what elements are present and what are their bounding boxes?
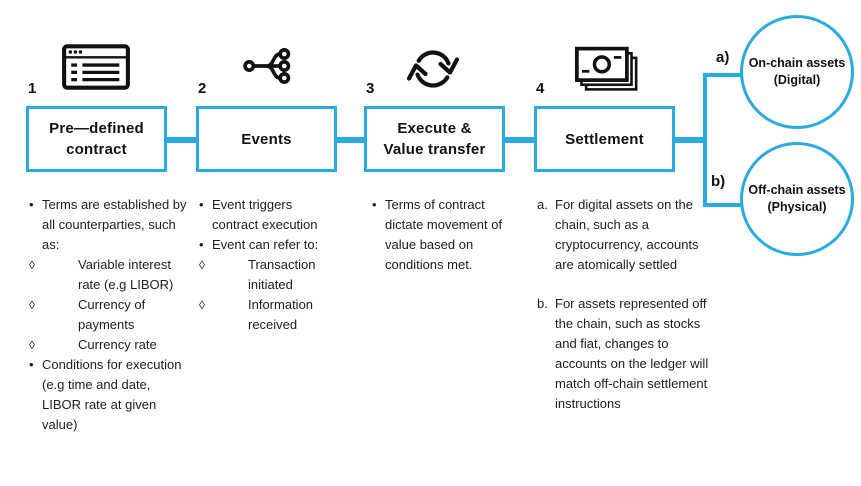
step-title: Settlement <box>565 130 644 148</box>
step-events: 2 Events • <box>196 0 376 486</box>
list-marker: ◊ <box>29 298 35 312</box>
branch-line-offchain <box>703 203 742 207</box>
detail-item: ◊ Variable interest rate (e.g LIBOR) <box>29 255 192 295</box>
detail-text: Currency of payments <box>78 297 146 332</box>
detail-text: Transaction initiated <box>248 257 316 292</box>
events-branch-icon <box>243 41 291 91</box>
detail-item: ◊ Currency of payments <box>29 295 192 335</box>
detail-item: • Conditions for execution (e.g time and… <box>29 355 192 435</box>
detail-text: Terms are established by all counterpart… <box>42 197 187 252</box>
step-predefined-contract: 1 Pre—defined contract • <box>26 0 206 486</box>
step-box-execute-value-transfer: Execute & Value transfer <box>364 106 505 172</box>
step-settlement: 4 Settlement a. For digital assets on th… <box>534 0 714 486</box>
step-box-settlement: Settlement <box>534 106 675 172</box>
outcome-subtitle: (Digital) <box>773 73 821 87</box>
step-box-events: Events <box>196 106 337 172</box>
outcome-offchain-circle: Off-chain assets (Physical) <box>740 142 854 256</box>
detail-item: ◊ Currency rate <box>29 335 192 355</box>
banknotes-icon <box>575 45 638 93</box>
detail-item: b. For assets represented off the chain,… <box>537 294 714 414</box>
detail-item: • Terms are established by all counterpa… <box>29 195 192 255</box>
detail-text: Variable interest rate (e.g LIBOR) <box>78 257 174 292</box>
connector-step2-step3 <box>335 137 366 143</box>
step-details: a. For digital assets on the chain, such… <box>537 195 714 414</box>
branch-line-onchain <box>703 73 742 77</box>
connector-step3-step4 <box>503 137 536 143</box>
outcome-subtitle: (Physical) <box>767 200 827 214</box>
detail-text: Information received <box>248 297 314 332</box>
list-marker: • <box>199 237 204 252</box>
list-marker: b. <box>537 296 548 311</box>
step-execute-value-transfer: 3 Execute & Value transfer • Terms of co… <box>364 0 544 486</box>
detail-item: ◊ Information received <box>199 295 341 335</box>
outcome-title: Off-chain assets <box>748 183 846 197</box>
list-marker: ◊ <box>29 338 35 352</box>
detail-text: Currency rate <box>78 337 157 352</box>
step-details: • Terms are established by all counterpa… <box>29 195 192 435</box>
branch-vertical-line <box>703 73 707 207</box>
step-number-2: 2 <box>198 80 207 97</box>
detail-text: For assets represented off the chain, su… <box>555 296 709 411</box>
detail-item: a. For digital assets on the chain, such… <box>537 195 714 275</box>
outcome-title: On-chain assets <box>748 56 846 70</box>
step-number-3: 3 <box>366 80 375 97</box>
step-details: • Event triggers contract execution • Ev… <box>199 195 341 335</box>
list-marker: ◊ <box>199 298 205 312</box>
detail-item: • Terms of contract dictate movement of … <box>372 195 522 275</box>
step-title: Pre—defined contract <box>49 120 144 158</box>
detail-item: • Event triggers contract execution <box>199 195 341 235</box>
step-box-predefined-contract: Pre—defined contract <box>26 106 167 172</box>
connector-step4-branch <box>673 137 707 143</box>
step-title: Events <box>241 130 292 148</box>
step-title: Execute & Value transfer <box>383 120 486 158</box>
sync-arrows-icon <box>407 44 459 92</box>
list-marker: • <box>29 357 34 372</box>
detail-text: Event triggers contract execution <box>212 197 318 232</box>
step-details: • Terms of contract dictate movement of … <box>372 195 522 275</box>
list-marker: ◊ <box>199 258 205 272</box>
outcome-onchain-circle: On-chain assets (Digital) <box>740 15 854 129</box>
detail-text: Event can refer to: <box>212 237 319 252</box>
detail-item: • Event can refer to: <box>199 235 341 255</box>
list-marker: ◊ <box>29 258 35 272</box>
detail-text: Terms of contract dictate movement of va… <box>385 197 503 272</box>
list-marker: • <box>199 197 204 212</box>
step-number-1: 1 <box>28 80 37 97</box>
list-marker: • <box>372 197 377 212</box>
list-marker: • <box>29 197 34 212</box>
detail-text: For digital assets on the chain, such as… <box>555 197 699 272</box>
outcome-label-a: a) <box>716 49 730 66</box>
list-marker: a. <box>537 197 548 212</box>
outcome-label-b: b) <box>711 173 726 190</box>
connector-step1-step2 <box>165 137 197 143</box>
detail-text: Conditions for execution (e.g time and d… <box>42 357 182 432</box>
detail-item: ◊ Transaction initiated <box>199 255 341 295</box>
contract-window-icon <box>62 44 130 90</box>
step-number-4: 4 <box>536 80 545 97</box>
